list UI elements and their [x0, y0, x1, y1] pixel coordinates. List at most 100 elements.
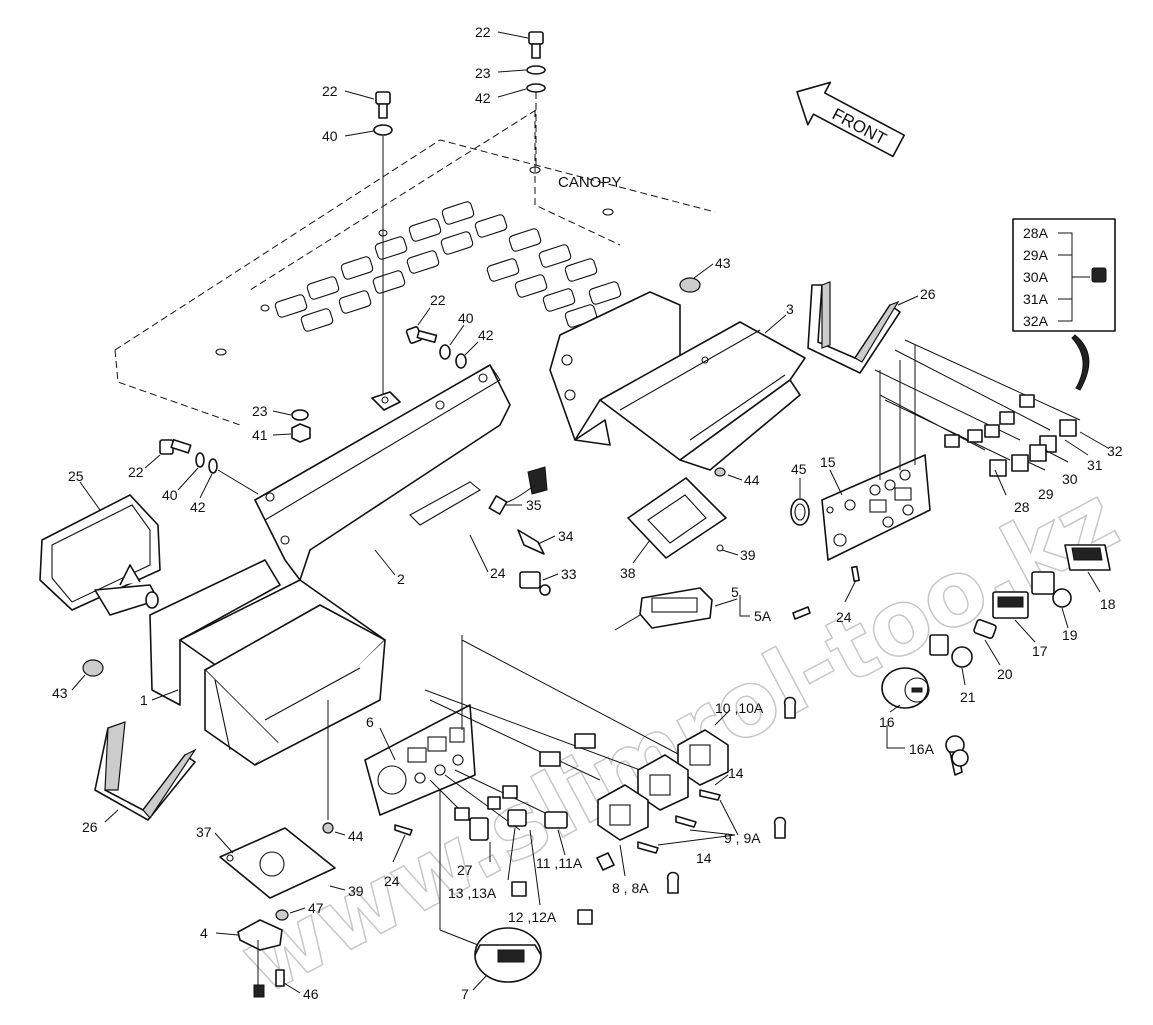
- callout-label: 9 , 9A: [724, 830, 761, 846]
- hardware-top-left: [373, 91, 393, 400]
- kit-item: 31A: [1023, 291, 1049, 307]
- harnesses-28-32: [874, 339, 1081, 480]
- callout-label: 4: [200, 925, 208, 941]
- callout-label: 22: [322, 83, 338, 99]
- callout-label: 7: [461, 986, 469, 1002]
- callout-label: 5A: [754, 608, 772, 624]
- callout-label: 1: [140, 692, 148, 708]
- harness-35: [488, 466, 548, 515]
- hardware-left: [159, 438, 259, 495]
- worklight-25: [39, 494, 161, 616]
- guard-26-bottom: [94, 721, 197, 821]
- callout-label: 18: [1100, 596, 1116, 612]
- pedal-4: [237, 909, 289, 998]
- switch-21: [929, 634, 973, 668]
- leader-lines: [71, 31, 1109, 994]
- callout-label: 26: [82, 819, 98, 835]
- plate-38: [627, 467, 727, 559]
- panel-6: [364, 704, 476, 816]
- harness-panel-6: [424, 635, 681, 831]
- callout-label: 6: [366, 714, 374, 730]
- callout-label: 33: [561, 566, 577, 582]
- screws-14-24: [394, 789, 721, 854]
- bulbs: [511, 696, 797, 925]
- callout-label: 14: [728, 765, 744, 781]
- kit-box: 28A 29A 30A 31A 32A: [1012, 218, 1116, 391]
- light-5: [614, 587, 811, 631]
- callout-label: 42: [478, 327, 494, 343]
- key-icon: [945, 735, 969, 776]
- callout-label: 34: [558, 528, 574, 544]
- callout-label: 43: [52, 685, 68, 701]
- callout-label: 39: [740, 547, 756, 563]
- callout-label: 23: [475, 65, 491, 81]
- callout-label: 29: [1038, 486, 1054, 502]
- callout-label: 27: [457, 862, 473, 878]
- plug-34: [517, 529, 545, 555]
- bracket-2: [254, 364, 511, 581]
- callout-label: 14: [696, 850, 712, 866]
- callout-label: 47: [308, 900, 324, 916]
- callout-label: 24: [490, 565, 506, 581]
- canopy-label: CANOPY: [558, 174, 621, 191]
- plate-37: [219, 700, 336, 899]
- kit-item: 28A: [1023, 225, 1049, 241]
- callout-label: 45: [791, 461, 807, 477]
- callout-label: 37: [196, 824, 212, 840]
- kit-item: 29A: [1023, 247, 1049, 263]
- callout-label: 44: [744, 472, 760, 488]
- rocker-18: [1064, 544, 1111, 571]
- switch-33: [519, 571, 551, 596]
- callout-label: 15: [820, 454, 836, 470]
- callout-label: 26: [920, 286, 936, 302]
- callout-label: 22: [128, 464, 144, 480]
- callout-label: 41: [252, 427, 268, 443]
- guard-26-top: [807, 281, 901, 374]
- callout-label: 35: [526, 497, 542, 513]
- connectors-11-13: [454, 785, 568, 841]
- hourmeter-7: [439, 790, 542, 983]
- callout-label: 31: [1087, 457, 1103, 473]
- callout-label: 43: [715, 255, 731, 271]
- switch-19: [1031, 571, 1072, 608]
- light-20: [973, 619, 997, 639]
- rocker-17: [992, 591, 1029, 619]
- hardware-top-center: [249, 31, 546, 291]
- ignition-16: [881, 667, 930, 709]
- callout-label: 3: [786, 301, 794, 317]
- callout-label: 42: [190, 499, 206, 515]
- callout-label: 44: [348, 828, 364, 844]
- gauge-8: [597, 784, 649, 841]
- kit-item: 32A: [1023, 313, 1049, 329]
- callout-label: 24: [836, 609, 852, 625]
- callout-label: 10 ,10A: [715, 700, 764, 716]
- callout-label: 2: [397, 571, 405, 587]
- callout-label: 19: [1062, 627, 1078, 643]
- callout-label: 16A: [909, 741, 935, 757]
- console-1: [82, 559, 386, 766]
- callout-label: 28: [1014, 499, 1030, 515]
- callout-label: 46: [303, 986, 319, 1002]
- callout-label: 21: [960, 689, 976, 705]
- callout-label: 23: [252, 403, 268, 419]
- callout-label: 32: [1107, 443, 1123, 459]
- callout-label: 11 ,11A: [536, 855, 583, 871]
- callout-label: 13 ,13A: [448, 885, 497, 901]
- callout-label: 5: [731, 584, 739, 600]
- callout-label: 40: [322, 128, 338, 144]
- callout-label: 40: [162, 487, 178, 503]
- hardware-mid: [405, 326, 467, 369]
- callout-label: 38: [620, 565, 636, 581]
- console-3: [549, 277, 806, 471]
- callout-label: 30: [1062, 471, 1078, 487]
- callout-label: 22: [475, 24, 491, 40]
- callout-labels: 22 23 42 22 40 CANOPY 43 3 26 22 40 42 2…: [52, 24, 1123, 1002]
- callout-label: 22: [430, 292, 446, 308]
- panel-15: [790, 454, 931, 583]
- hardware-23-41: [291, 409, 311, 443]
- callout-label: 12 ,12A: [508, 909, 557, 925]
- callout-label: 20: [997, 666, 1013, 682]
- callout-label: 25: [68, 468, 84, 484]
- front-arrow-icon: FRONT: [796, 81, 905, 158]
